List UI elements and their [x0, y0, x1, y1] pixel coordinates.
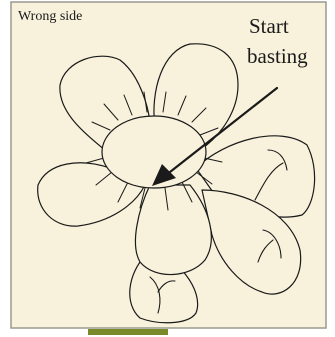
side-label: Wrong side: [18, 9, 82, 24]
leaf-right-lower: [201, 189, 302, 295]
flower-center: [101, 115, 207, 189]
bottom-tab: [88, 329, 168, 335]
instruction-line2: basting: [247, 44, 308, 68]
start-arrow: [152, 86, 279, 186]
instruction-line1: Start: [249, 14, 289, 38]
petal-bottom: [134, 184, 212, 276]
stitch-rays: [85, 91, 223, 211]
